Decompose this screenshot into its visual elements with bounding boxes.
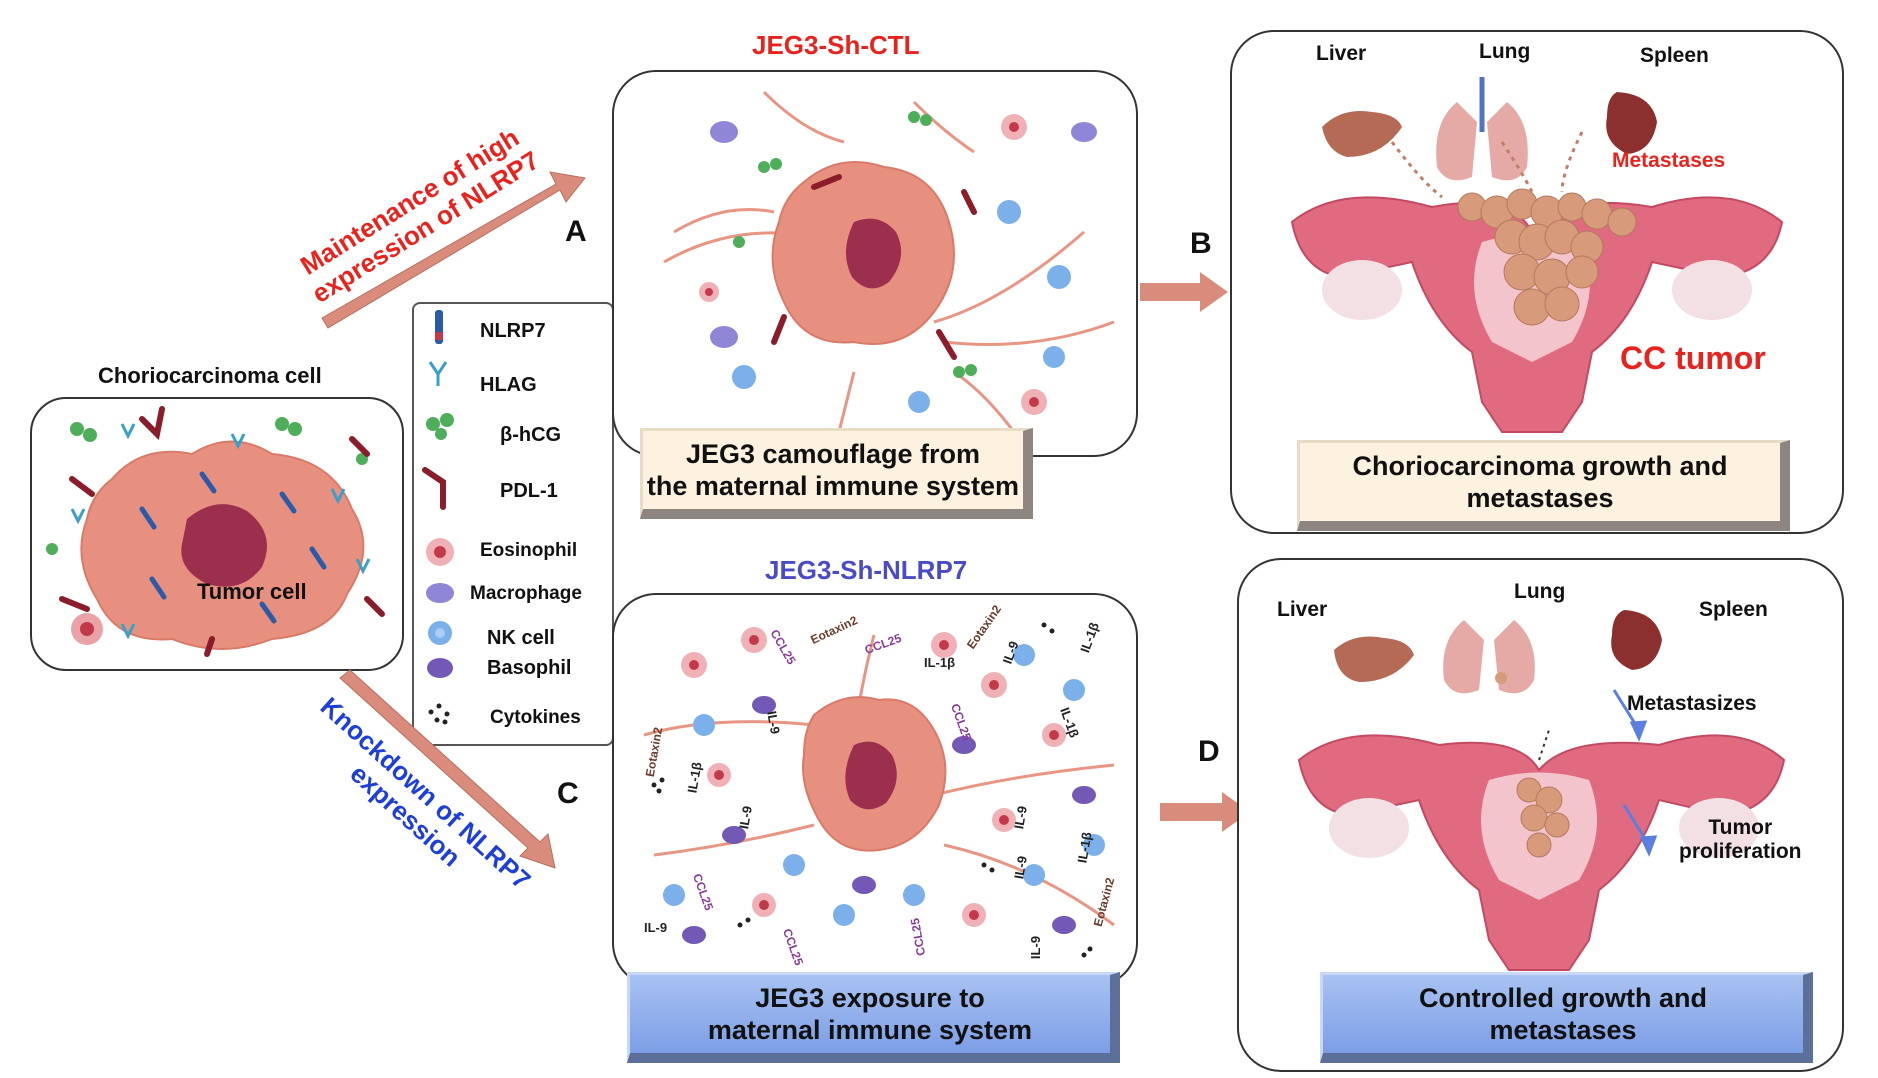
letter-d: D — [1198, 735, 1220, 768]
tumor-cell-illustration — [46, 406, 385, 657]
hlag-icon — [428, 361, 448, 386]
macrophage-icon — [426, 583, 454, 603]
lung-icon — [1436, 77, 1528, 181]
letter-b: B — [1190, 227, 1212, 260]
choriocarcinoma-title: Choriocarcinoma cell — [98, 363, 322, 388]
organ-spleen-2: Spleen — [1699, 598, 1768, 621]
annot-il9-5: IL-9 — [644, 920, 668, 935]
bhcg-icon — [426, 413, 454, 440]
legend-label-nk-cell: NK cell — [487, 627, 555, 649]
basophil-icon — [427, 658, 453, 678]
organ-lung-2: Lung — [1514, 580, 1566, 603]
legend-label-eosinophil: Eosinophil — [480, 540, 578, 561]
legend-label-macrophage: Macrophage — [470, 583, 582, 604]
controlled-uterus-illustration — [1297, 610, 1786, 971]
uterus-metastasis-illustration — [1290, 77, 1784, 433]
jeg3-sh-nlrp7-title: JEG3-Sh-NLRP7 — [765, 555, 968, 585]
annot-il1b-1: IL-1β — [924, 655, 956, 670]
legend-label-basophil: Basophil — [487, 657, 572, 679]
legend-label-hlag: HLAG — [480, 374, 537, 396]
right-arrow-b — [1140, 272, 1228, 312]
legend-label-nlrp7: NLRP7 — [480, 320, 546, 342]
exposed-cell-illustration — [643, 622, 1115, 958]
jeg3-sh-ctl-panel — [612, 70, 1138, 457]
eosinophil-icon — [426, 538, 454, 566]
right-arrow-d — [1160, 792, 1250, 832]
pdl1-icon — [422, 467, 446, 510]
organ-spleen: Spleen — [1640, 44, 1709, 67]
tumor-cell-label: Tumor cell — [197, 579, 307, 604]
upper-arrow — [321, 171, 586, 329]
jeg3-sh-nlrp7-panel: Eotaxin2 CCL25 Eotaxin2 CCL25 IL-1β IL-9… — [612, 593, 1138, 987]
letter-a: A — [565, 215, 587, 248]
nk-cell-icon — [428, 621, 452, 645]
lower-arrow — [339, 669, 556, 869]
lung-icon — [1443, 620, 1535, 694]
jeg3-sh-ctl-title: JEG3-Sh-CTL — [752, 30, 920, 60]
nlrp7-icon — [435, 310, 443, 344]
organ-lung: Lung — [1479, 40, 1531, 63]
camouflaged-cell-illustration — [663, 90, 1115, 453]
metastasizes-label: Metastasizes — [1627, 692, 1757, 715]
annot-il9-7: IL-9 — [1028, 935, 1044, 960]
organ-liver-2: Liver — [1277, 598, 1328, 621]
cc-tumor-label: CC tumor — [1620, 340, 1766, 376]
legend-label-bhcg: β-hCG — [500, 424, 562, 446]
metastases-label: Metastases — [1612, 149, 1726, 172]
organ-liver: Liver — [1316, 42, 1367, 65]
legend-icons — [422, 310, 454, 725]
legend-label-pdl1: PDL-1 — [500, 480, 558, 502]
legend-label-cytokines: Cytokines — [490, 707, 581, 728]
letter-c: C — [557, 777, 579, 810]
cytokines-icon — [428, 703, 450, 725]
choriocarcinoma-cell-panel: Tumor cell — [30, 397, 404, 671]
